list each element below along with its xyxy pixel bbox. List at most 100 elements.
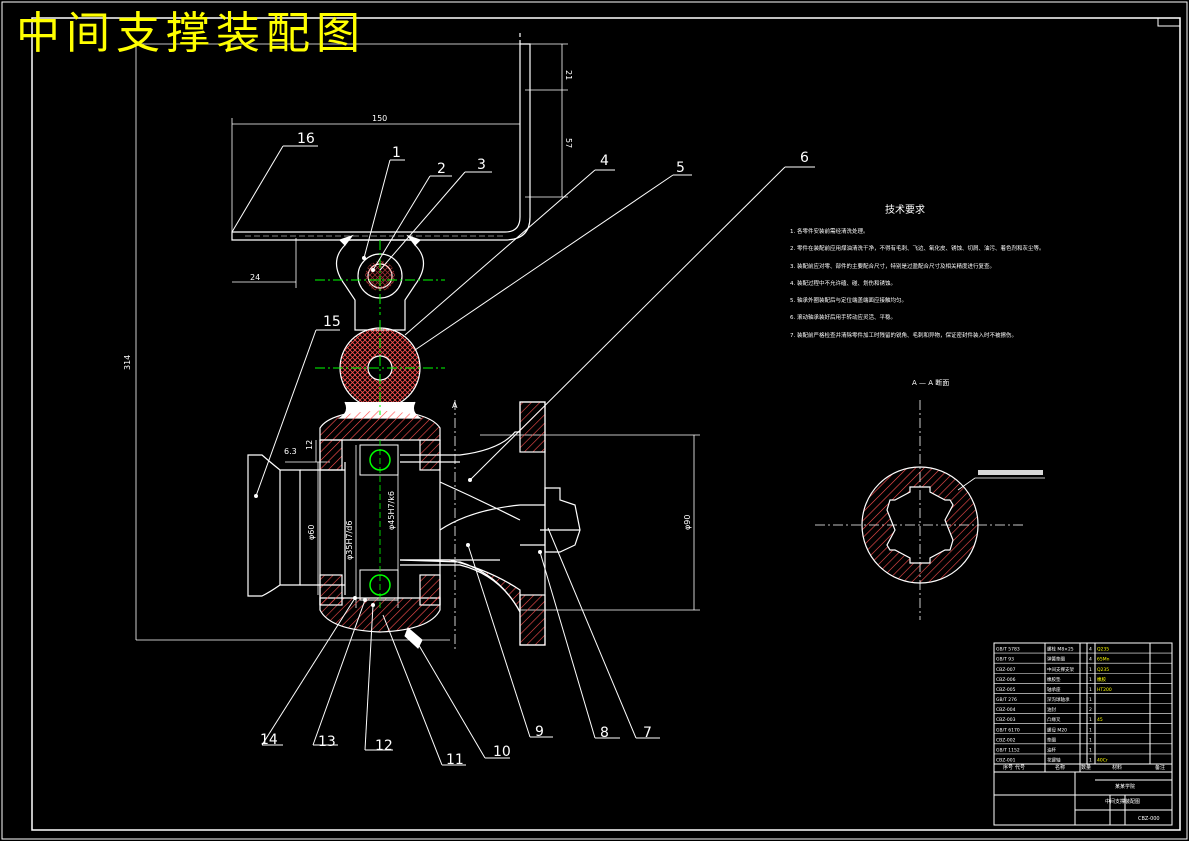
part-qty: 1 [1089,667,1092,673]
part-code: GB/T 276 [996,697,1017,703]
balloon-11: 11 [446,752,464,768]
balloon-8: 8 [600,725,609,741]
part-name: 弹簧垫圈 [1047,656,1065,663]
part-mat: HT200 [1097,687,1112,693]
part-code: CBZ-005 [996,687,1016,693]
header-material: 材料 [1112,764,1122,771]
part-code: GB/T 5783 [996,647,1020,653]
part-name: 凸缘叉 [1047,716,1061,723]
part-name: 垫圈 [1047,736,1056,743]
dim-24: 24 [250,273,260,282]
tech-item: 4. 装配过程中不允许磕、碰、划伤和锈蚀。 [790,279,896,287]
balloon-3: 3 [477,157,486,173]
part-name: 深沟球轴承 [1047,696,1070,703]
part-qty: 1 [1089,747,1092,753]
drawing-name: 中间支撑装配图 [1105,798,1140,805]
part-code: GB/T 1152 [996,747,1020,753]
dim-57: 57 [564,138,573,148]
tech-item: 2. 零件在装配前应用煤油清洗干净，不得有毛刺、飞边、氧化皮、锈蚀、切屑、油污、… [790,244,1045,252]
balloon-6: 6 [800,150,809,166]
dim-phi60: φ60 [307,525,316,540]
tech-item: 5. 轴承外圈装配后与定位端盖端面应接触均匀。 [790,296,907,304]
part-code: CBZ-004 [996,707,1016,713]
part-code: GB/T 6170 [996,727,1020,733]
header-no: 序号 [1003,764,1013,771]
drawing-code: CBZ-000 [1138,816,1160,822]
school-name: 某某学院 [1115,783,1135,790]
balloon-13: 13 [318,734,336,750]
part-name: 花键轴 [1047,757,1061,764]
part-qty: 1 [1089,758,1092,764]
part-qty: 1 [1089,687,1092,693]
tech-item: 6. 滚动轴承装好后用手转动应灵活、平稳。 [790,313,896,321]
inner-frame [31,17,1181,831]
part-code: CBZ-001 [996,758,1016,764]
part-mat: 40Cr [1097,758,1108,764]
part-qty: 1 [1089,727,1092,733]
balloon-10: 10 [493,744,511,760]
balloon-16: 16 [297,131,315,147]
part-qty: 4 [1089,657,1092,663]
part-qty: 4 [1089,647,1092,653]
balloon-12: 12 [375,738,393,754]
balloon-2: 2 [437,161,446,177]
balloon-15: 15 [323,314,341,330]
part-mat: 45 [1097,717,1103,723]
balloon-1: 1 [392,145,401,161]
flange-yoke [399,401,546,646]
part-qty: 1 [1089,697,1092,703]
tech-list: 1. 各零件安装前需经清洗处理。 2. 零件在装配前应用煤油清洗干净，不得有毛刺… [790,227,1045,339]
dim-phi35: φ35H7/d6 [345,521,354,560]
tech-item: 1. 各零件安装前需经清洗处理。 [790,227,869,235]
part-code: CBZ-006 [996,677,1016,683]
part-code: CBZ-007 [996,667,1016,673]
dim-21: 21 [564,70,573,80]
header-name: 名称 [1055,764,1065,771]
tech-title: 技术要求 [885,203,925,216]
part-qty: 2 [1089,707,1092,713]
part-mat: 橡胶 [1097,676,1106,683]
bearing [359,440,399,610]
part-name: 轴承座 [1047,686,1061,693]
part-name: 油杯 [1047,746,1056,753]
tech-item: 7. 装配前严格检查并清除零件加工时残留的锐角、毛刺和异物，保证密封件装入时不被… [790,331,1017,339]
dimension-lines [135,43,700,641]
bracket [231,30,531,241]
leader-lines [231,145,815,766]
part-qty: 1 [1089,737,1092,743]
nut [520,487,581,553]
balloon-9: 9 [535,724,544,740]
dim-phi45: φ45H7/k6 [387,491,396,530]
tech-item: 3. 装配前应对零、部件的主要配合尺寸，特别是过盈配合尺寸及相关精度进行复查。 [790,262,995,270]
drawing-title: 中间支撑装配图 [16,8,366,59]
part-name: 螺母 M20 [1047,726,1067,733]
dim-12: 12 [305,440,314,450]
grease-nipple [404,627,423,649]
part-qty: 1 [1089,717,1092,723]
part-code: CBZ-003 [996,717,1016,723]
part-code: CBZ-002 [996,737,1016,743]
balloon-14: 14 [260,732,278,748]
header-code: 代号 [1015,764,1025,771]
spline-shaft [247,454,500,597]
dim-314: 314 [123,355,132,370]
dim-phi90: φ90 [683,515,692,530]
part-mat: Q235 [1097,647,1109,653]
part-name: 橡胶垫 [1047,676,1061,683]
part-code: GB/T 93 [996,657,1014,663]
part-name: 中间支撑支架 [1047,666,1074,673]
part-name: 油封 [1047,706,1056,713]
part-mat: 65Mn [1097,657,1110,663]
header-note: 备注 [1155,764,1165,771]
balloon-4: 4 [600,153,609,169]
dim-150: 150 [372,114,387,123]
part-name: 螺栓 M8×25 [1047,646,1074,653]
part-qty: 1 [1089,677,1092,683]
header-qty: 数量 [1081,764,1091,771]
dim-6-3: 6.3 [284,447,297,456]
part-mat: Q235 [1097,667,1109,673]
balloon-7: 7 [643,725,652,741]
